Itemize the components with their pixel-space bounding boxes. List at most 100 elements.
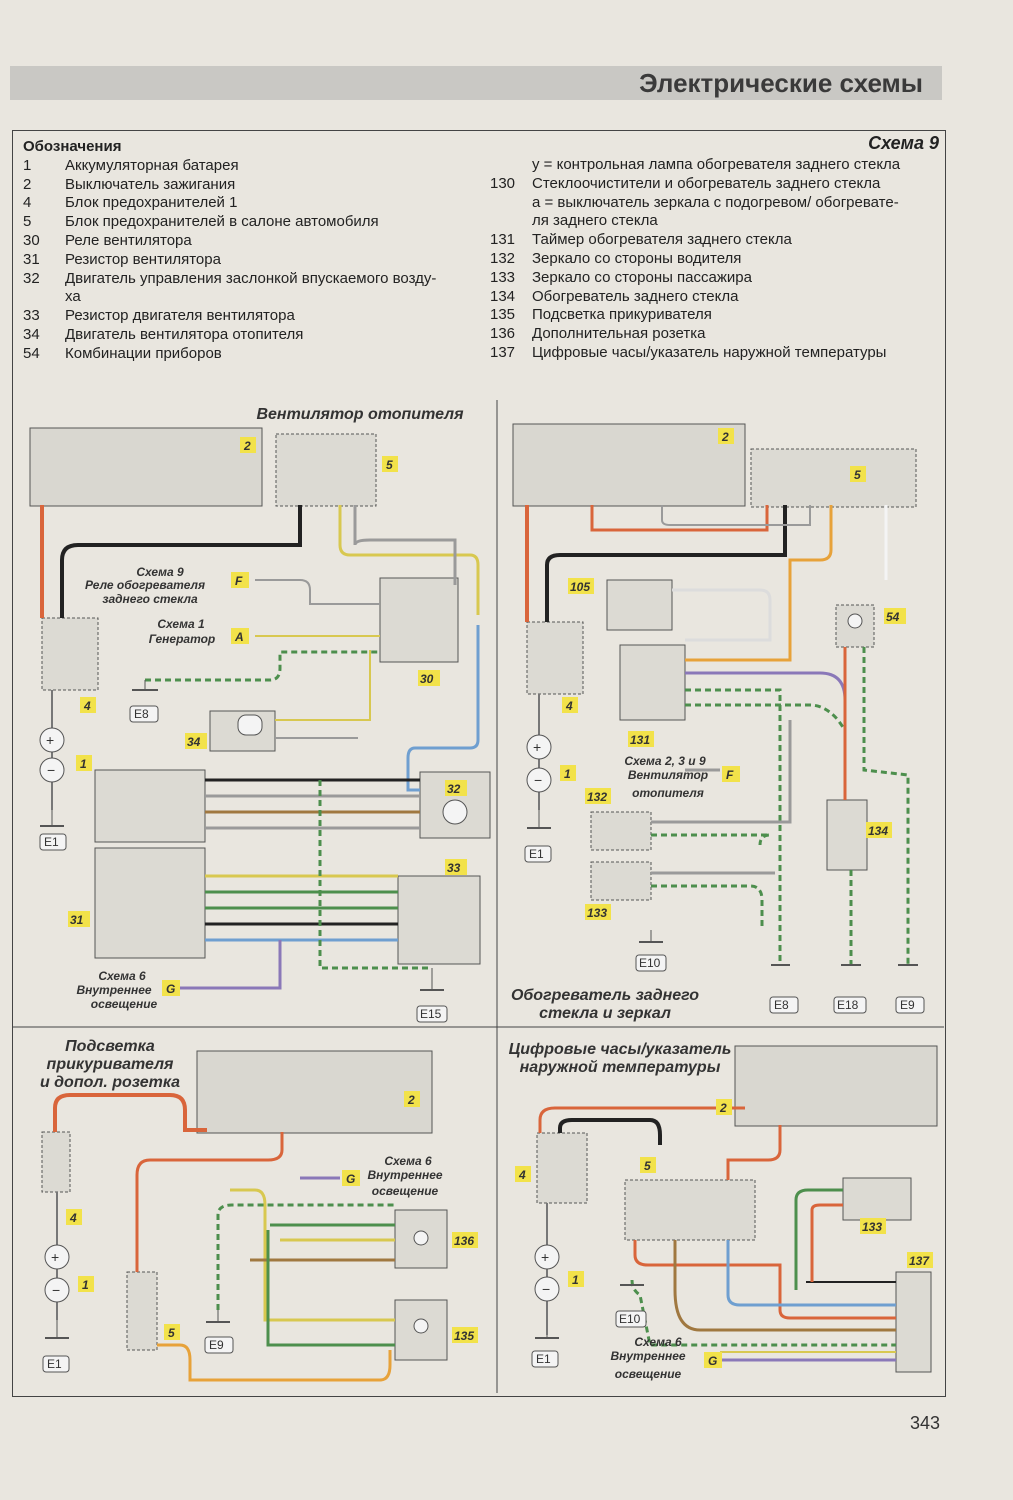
label-4-badge-2 xyxy=(562,697,578,713)
wire-green-yellow-3 xyxy=(685,703,847,731)
wire-rear-heater-relay xyxy=(255,579,380,605)
wire-red-10 xyxy=(810,1203,843,1282)
wire-red-6 xyxy=(135,1132,284,1272)
label-1-3: 1 xyxy=(82,1278,89,1292)
legend-right-text: Зеркало со стороны пассажира xyxy=(532,268,752,286)
legend-left-number: 33 xyxy=(23,307,40,325)
ground-label-e10: E10 xyxy=(639,956,661,970)
wire-red-9 xyxy=(633,1240,896,1320)
motor-32-icon xyxy=(442,799,468,825)
label-2-badge-3 xyxy=(404,1091,420,1107)
wire-grey xyxy=(353,505,457,585)
fuse-box-5-2 xyxy=(750,448,917,508)
ref-schema6-title-3: Схема 6 xyxy=(384,1154,432,1168)
mirror-132 xyxy=(590,811,652,851)
legend-left-number: 1 xyxy=(23,156,32,174)
legend-right-text: Таймер обогревателя заднего стекла xyxy=(532,231,792,249)
ground-e1-2: E1 xyxy=(524,810,552,863)
section-rear-heater-line1: Обогреватель заднего xyxy=(510,987,700,1004)
legend-right-text: ля заднего стекла xyxy=(532,212,658,230)
label-137-badge xyxy=(907,1252,933,1268)
wire-green-4 xyxy=(266,1230,395,1347)
label-131-badge xyxy=(628,731,654,747)
fuse-block-4-2 xyxy=(526,621,584,695)
label-136: 136 xyxy=(454,1234,474,1248)
label-134: 134 xyxy=(868,824,888,838)
label-32-badge xyxy=(445,780,467,796)
label-4-badge xyxy=(80,697,96,713)
connector-f: F xyxy=(235,574,243,588)
legend-right-number: 137 xyxy=(490,343,516,361)
label-132-badge xyxy=(585,788,611,804)
legend-right-row: 133 Зеркало со стороны пассажира xyxy=(490,269,930,288)
fuse-block-4-3 xyxy=(41,1131,71,1193)
wire-red-3 xyxy=(590,505,769,532)
legend-left-text: Блок предохранителей 1 xyxy=(65,194,238,212)
ground-e8: E8 xyxy=(129,680,159,723)
wire-green-yellow xyxy=(145,650,380,682)
battery-plus-icon-2 xyxy=(526,734,552,760)
wire-mirror-1 xyxy=(651,720,792,824)
battery-plus-sign: + xyxy=(46,732,54,748)
battery-minus-sign: − xyxy=(47,762,55,778)
section-rear-heater-title: Обогреватель заднего стекла и зеркал xyxy=(500,987,710,1023)
motor-icon xyxy=(237,714,263,736)
fan-resistor-33 xyxy=(397,875,481,965)
wire-orange xyxy=(685,505,833,662)
ref-schema239-line1: Вентилятор xyxy=(628,768,708,782)
battery-plus-icon-4 xyxy=(534,1244,560,1270)
battery-minus-sign-4: − xyxy=(542,1281,550,1297)
ref-schema6-title-4: Схема 6 xyxy=(634,1335,682,1349)
legend-right-row: ля заднего стекла xyxy=(490,212,930,231)
label-133-badge xyxy=(585,904,611,920)
ref-schema6-line1-4: Внутреннее xyxy=(610,1349,685,1363)
label-31: 31 xyxy=(70,913,84,927)
ref-schema1-title: Схема 1 xyxy=(157,617,205,631)
label-2-2: 2 xyxy=(721,430,729,444)
page-title: Электрические схемы xyxy=(639,68,923,98)
section-clock-line2: наружной температуры xyxy=(519,1059,721,1076)
legend-left-text: Аккумуляторная батарея xyxy=(65,156,239,174)
label-2: 2 xyxy=(243,439,251,453)
battery-minus-sign-3: − xyxy=(52,1282,60,1298)
diagram-frame xyxy=(12,130,946,1397)
ground-label-e18: E18 xyxy=(837,998,859,1012)
ref-schema9-title: Схема 9 xyxy=(136,565,184,579)
mirror-133 xyxy=(590,861,652,901)
ground-e1-4: E1 xyxy=(531,1335,559,1368)
ref-schema1-line1: Генератор xyxy=(149,632,216,646)
label-1: 1 xyxy=(80,757,87,771)
legend-left-text: Резистор вентилятора xyxy=(65,250,221,268)
connector-g-4: G xyxy=(708,1354,717,1368)
label-5-4: 5 xyxy=(644,1159,651,1173)
label-1-badge-2 xyxy=(560,765,576,781)
ground-label-e1-4: E1 xyxy=(536,1352,551,1366)
label-4-2: 4 xyxy=(565,699,573,713)
ignition-switch-box xyxy=(29,427,263,507)
legend-right-row: a = выключатель зеркала с подогревом/ об… xyxy=(490,194,930,213)
legend-right-number: 133 xyxy=(490,268,516,286)
label-5: 5 xyxy=(386,458,393,472)
legend-right: y = контрольная лампа обогревателя задне… xyxy=(490,156,930,363)
label-33-badge xyxy=(445,859,467,875)
ignition-switch-box-2 xyxy=(512,423,746,507)
wire-yellow-3 xyxy=(230,1188,395,1322)
fuse-5-3 xyxy=(126,1271,158,1351)
wire-red-5 xyxy=(53,1093,207,1132)
fan-relay-30 xyxy=(379,577,459,663)
label-5-badge xyxy=(382,456,398,472)
legend-left-text: Резистор двигателя вентилятора xyxy=(65,307,295,325)
legend-right-text: Зеркало со стороны водителя xyxy=(532,249,742,267)
connector-a-badge xyxy=(231,628,249,644)
ground-e8-2: E8 xyxy=(769,964,799,1014)
wire-blue-2 xyxy=(726,1240,896,1307)
label-33: 33 xyxy=(447,861,461,875)
